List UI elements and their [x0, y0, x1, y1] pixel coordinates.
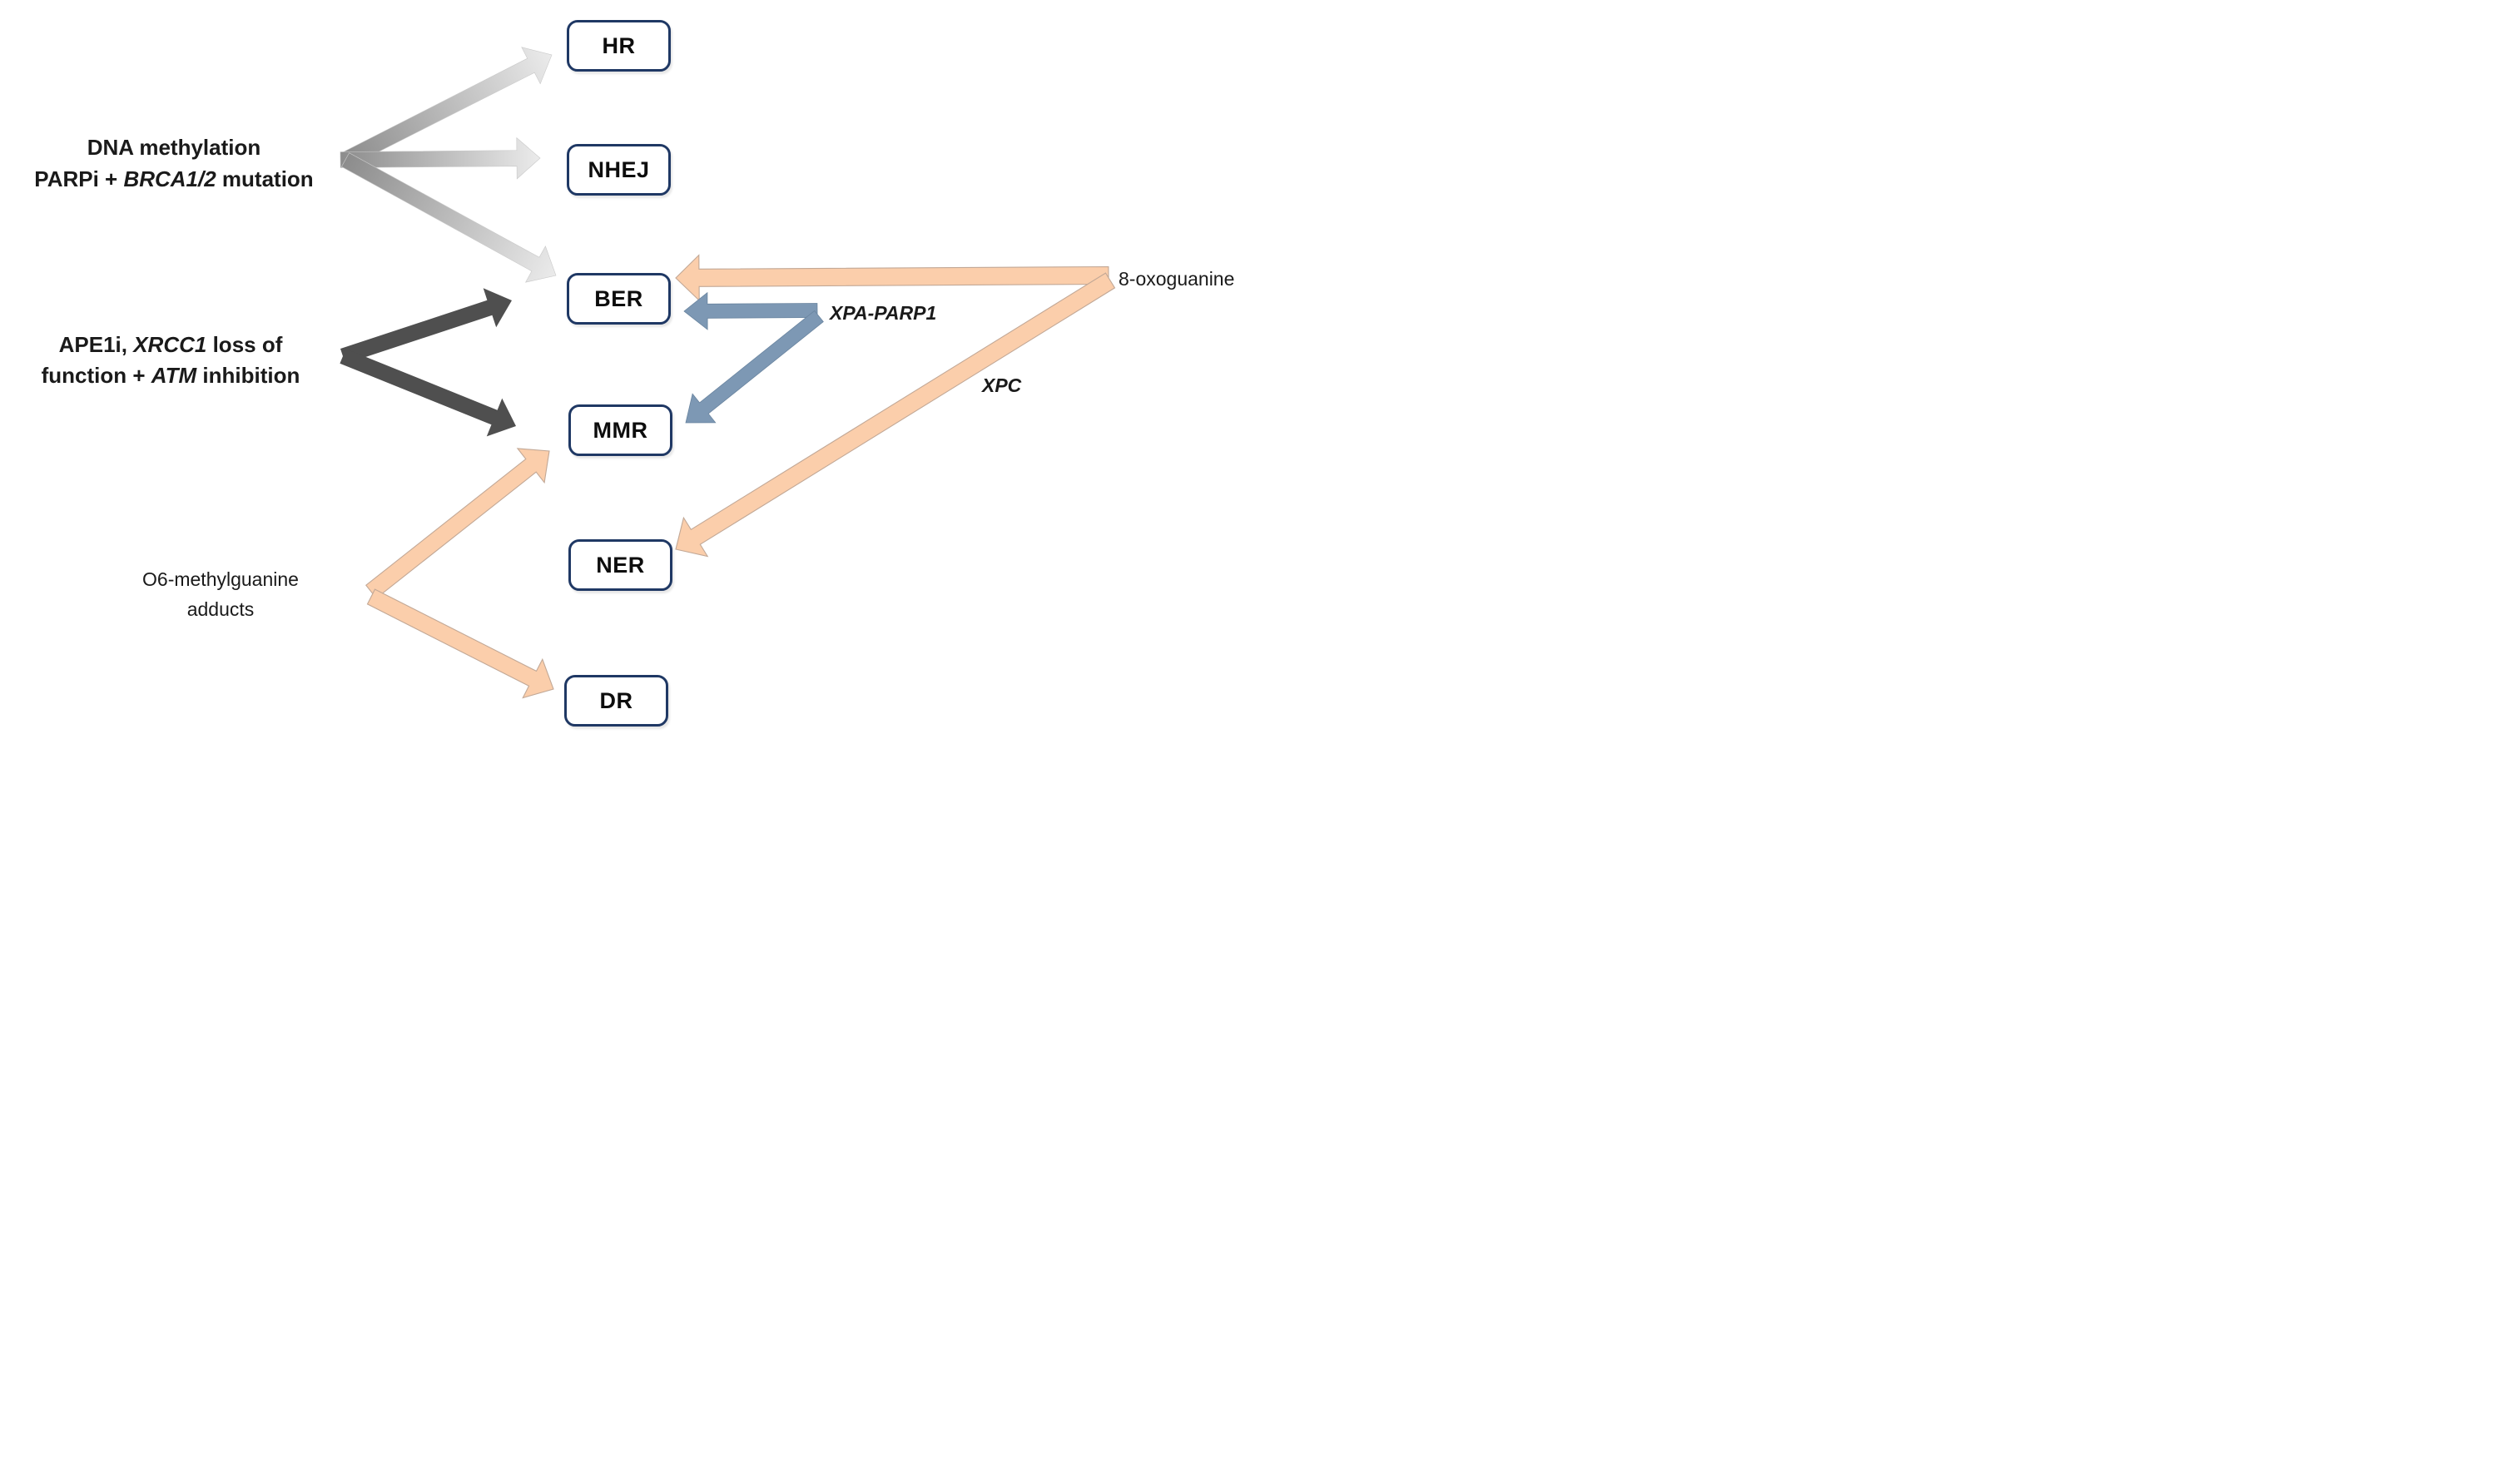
label-xpc: XPC	[982, 374, 1022, 396]
text-segment: function +	[41, 363, 151, 388]
text-segment: mutation	[216, 166, 314, 191]
arrow-dna-methylation-parpi-brca-to-nhej	[340, 136, 541, 180]
arrow-dna-methylation-parpi-brca-to-ber	[340, 152, 557, 283]
node-hr: HR	[567, 20, 671, 72]
label-line-parpi-brca-mutation: PARPi + BRCA1/2 mutation	[7, 163, 340, 195]
arrow-ape1i-xrcc1-atm-to-ber	[340, 288, 512, 364]
node-nhej: NHEJ	[567, 144, 671, 196]
diagram-canvas: HR NHEJ BER MMR NER DR DNA methylation P…	[0, 0, 1286, 754]
text-segment-brca12: BRCA1/2	[123, 166, 216, 191]
arrows-layer	[340, 47, 1116, 699]
arrow-o6-methylguanine-adducts-to-mmr	[365, 448, 550, 599]
text-segment: PARPi +	[34, 166, 124, 191]
text-segment: inhibition	[196, 363, 300, 388]
arrow-o6-methylguanine-adducts-to-dr	[366, 588, 554, 699]
node-ber: BER	[567, 273, 671, 325]
label-o6-methylguanine-adducts: O6-methylguanine adducts	[96, 564, 345, 624]
node-dr: DR	[564, 675, 668, 727]
label-line-adducts: adducts	[186, 598, 255, 620]
text-segment: APE1i,	[58, 332, 134, 357]
arrow-8-oxoguanine-to-ner	[675, 272, 1116, 558]
label-line-ape1i-xrcc1: APE1i, XRCC1 loss of	[4, 330, 337, 360]
arrow-8-oxoguanine-to-ber	[675, 254, 1109, 302]
arrow-xpa-parp1-to-mmr	[685, 310, 824, 424]
label-ape1i-xrcc1-atm: APE1i, XRCC1 loss of function + ATM inhi…	[4, 330, 337, 391]
node-mmr: MMR	[568, 404, 672, 456]
label-dna-methylation-parpi-brca: DNA methylation PARPi + BRCA1/2 mutation	[7, 131, 340, 195]
arrow-xpa-parp1-to-ber	[683, 291, 818, 330]
label-xpa-parp1: XPA-PARP1	[830, 302, 937, 324]
text-segment: loss of	[206, 332, 283, 357]
label-8-oxoguanine: 8-oxoguanine	[1119, 268, 1235, 290]
text-segment-atm: ATM	[151, 363, 197, 388]
label-line-dna-methylation: DNA methylation	[87, 135, 261, 160]
label-line-function-atm: function + ATM inhibition	[4, 360, 337, 391]
arrow-ape1i-xrcc1-atm-to-mmr	[340, 349, 516, 437]
label-line-o6-methylguanine: O6-methylguanine	[142, 568, 299, 590]
text-segment-xrcc1: XRCC1	[133, 332, 207, 357]
node-ner: NER	[568, 539, 672, 591]
arrow-dna-methylation-parpi-brca-to-hr	[341, 47, 553, 167]
